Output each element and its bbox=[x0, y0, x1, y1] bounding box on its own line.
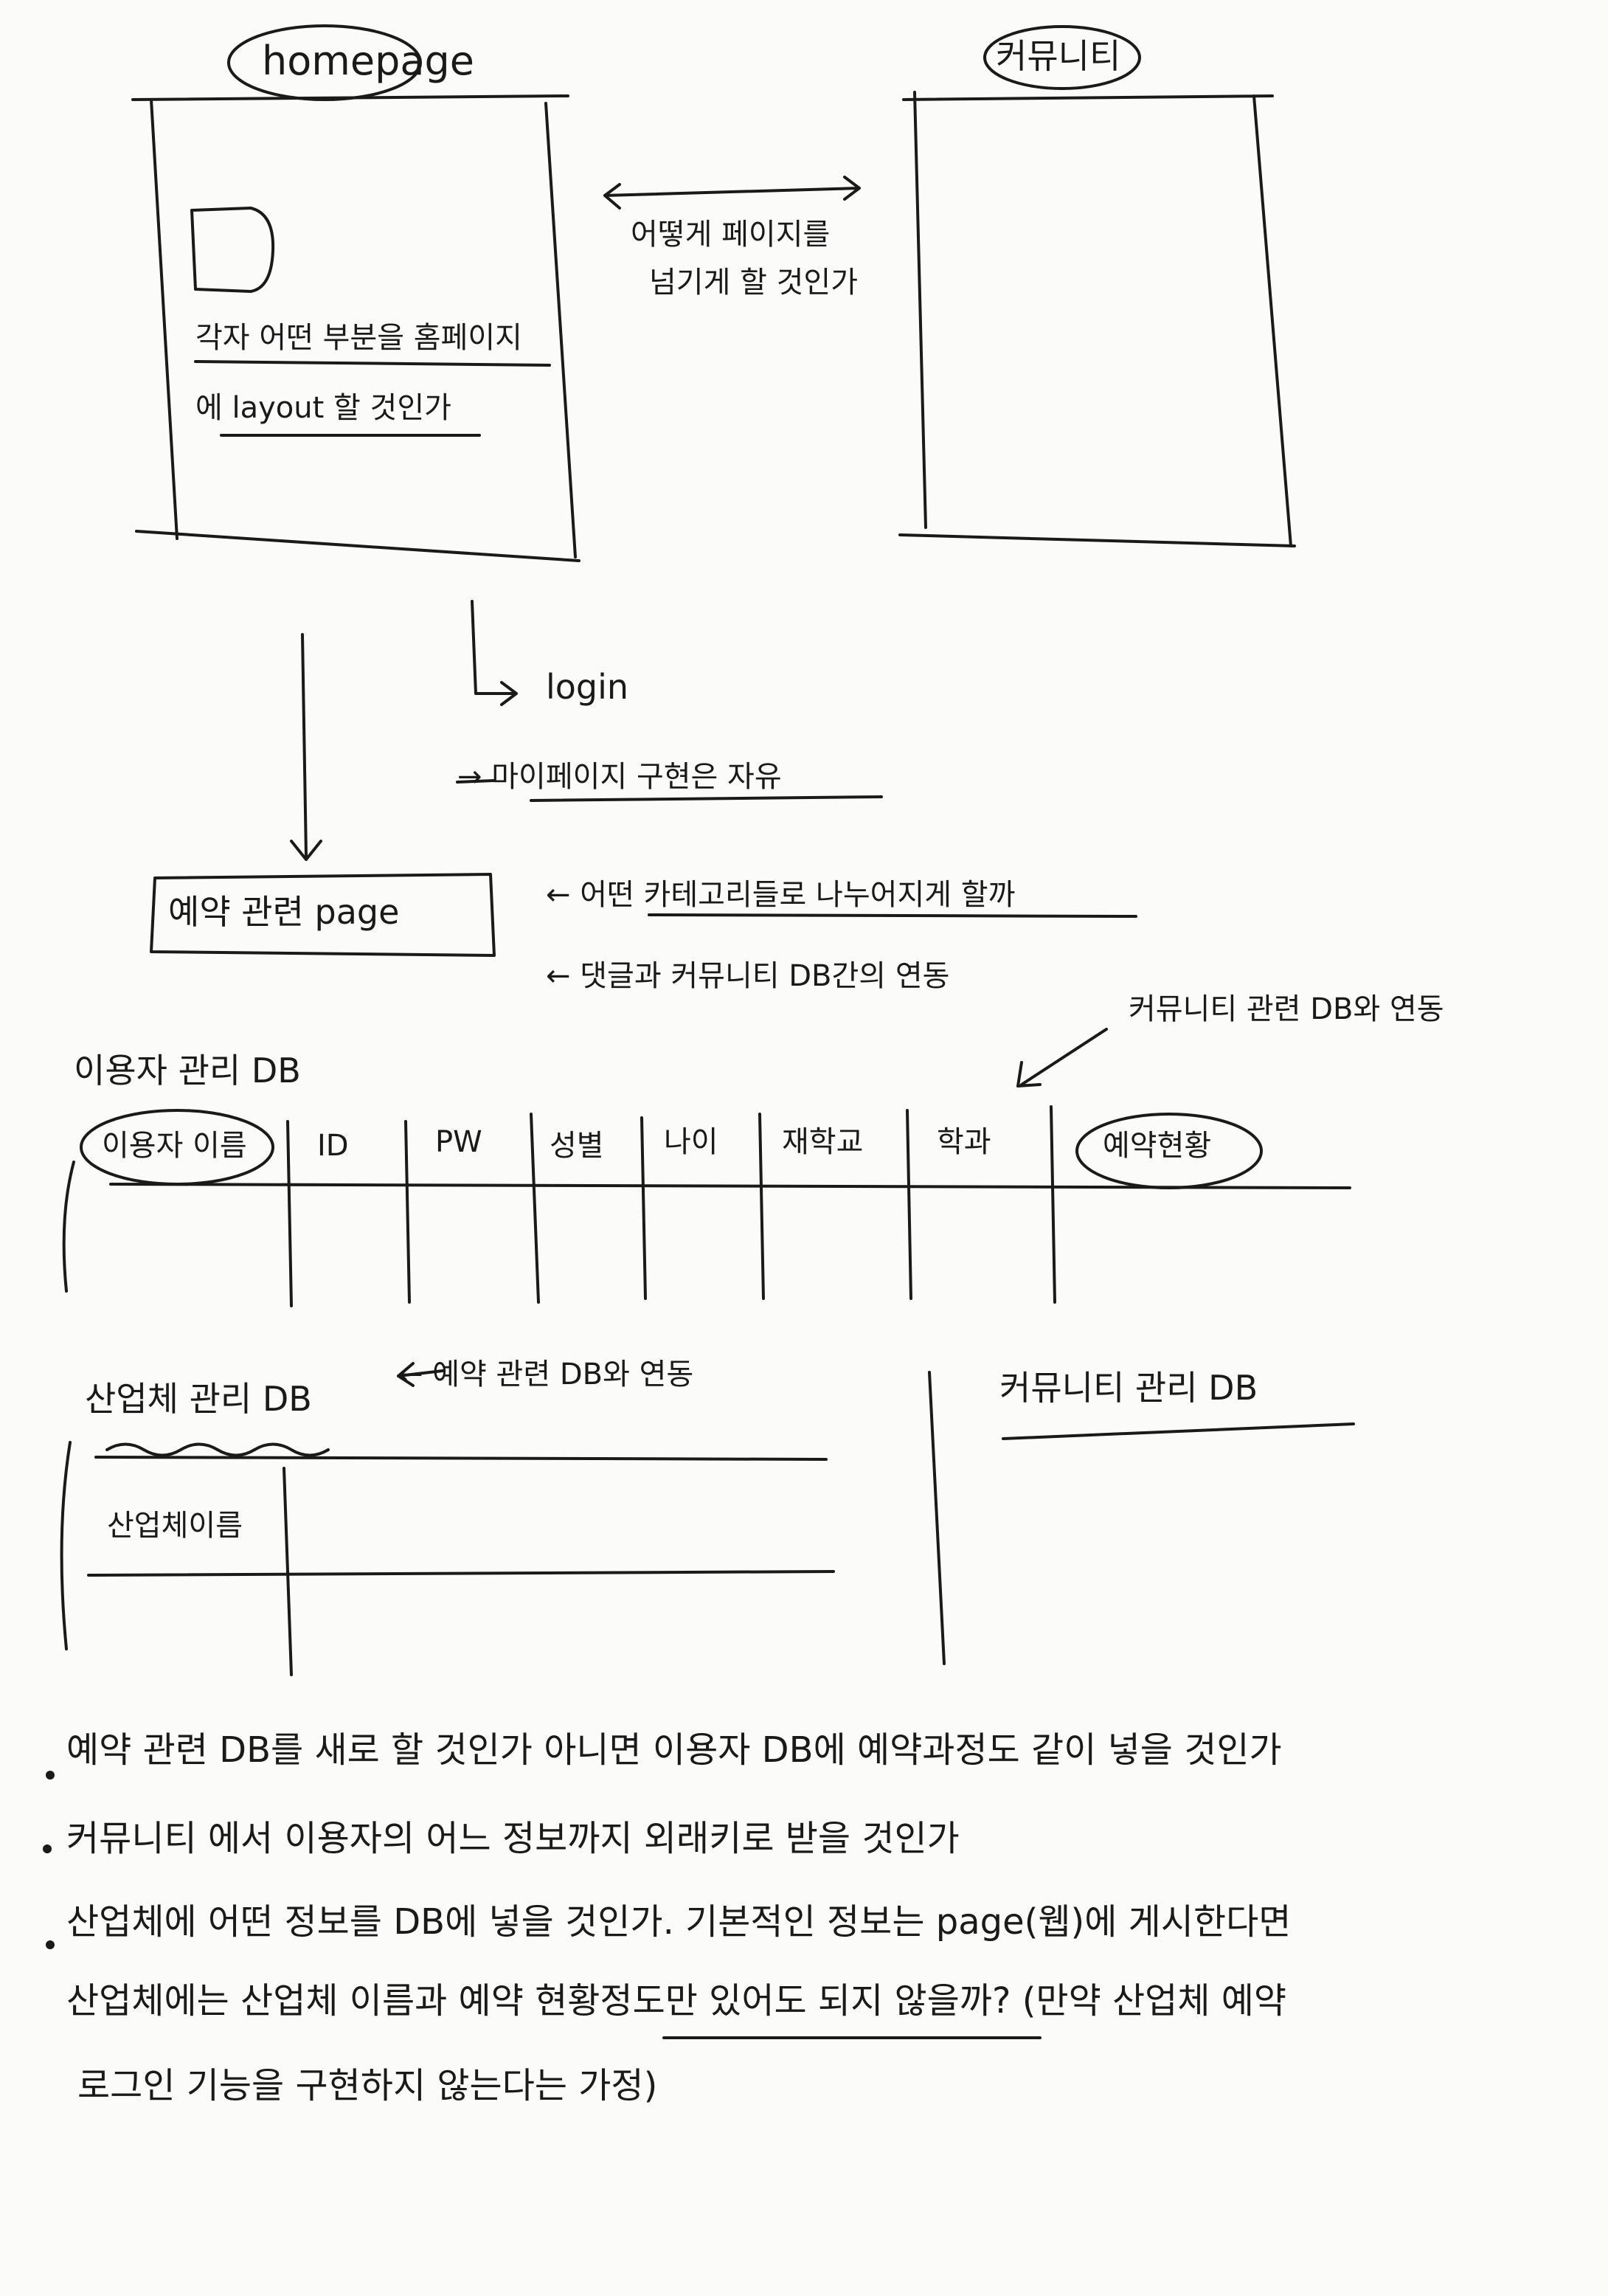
reservation-page-label: 예약 관련 page bbox=[168, 892, 400, 932]
business-db-col-name: 산업체이름 bbox=[107, 1509, 243, 1543]
mypage-underline bbox=[530, 795, 883, 802]
user-db-col-age: 나이 bbox=[664, 1125, 718, 1159]
community-db-title: 커뮤니티 관리 DB bbox=[999, 1368, 1258, 1408]
page-nav-question-2: 넘기게 할 것인가 bbox=[649, 266, 859, 300]
business-db-link-note: ← 예약 관련 DB와 연동 bbox=[398, 1358, 694, 1391]
business-db-col-divider bbox=[283, 1467, 293, 1676]
login-arrow bbox=[471, 600, 518, 706]
user-name-oval bbox=[80, 1109, 274, 1186]
homepage-frame bbox=[131, 94, 581, 562]
note-bullet-1 bbox=[46, 1771, 55, 1780]
note-1: 예약 관련 DB를 새로 할 것인가 아니면 이용자 DB에 예약과정도 같이 … bbox=[66, 1729, 1282, 1771]
user-db-col-major: 학과 bbox=[937, 1125, 991, 1159]
down-arrow-left bbox=[290, 633, 322, 861]
reservation-note-underline bbox=[648, 913, 1137, 918]
user-db-col-id: ID bbox=[317, 1129, 349, 1163]
login-label: login bbox=[546, 667, 629, 707]
reservation-comment-note: ← 댓글과 커뮤니티 DB간의 연동 bbox=[546, 959, 950, 993]
homepage-box-text-1: 각자 어떤 부분을 홈페이지 bbox=[195, 321, 522, 355]
business-db-header-rule bbox=[87, 1570, 835, 1577]
community-frame bbox=[898, 91, 1296, 547]
homepage-title: homepage bbox=[262, 38, 474, 84]
user-db-title: 이용자 관리 DB bbox=[74, 1051, 301, 1090]
business-wavy-underline bbox=[105, 1442, 330, 1457]
note-5: 로그인 기능을 구현하지 않는다는 가정) bbox=[77, 2065, 658, 2106]
community-link-arrow bbox=[1016, 1028, 1108, 1088]
reservation-category-note: ← 어떤 카테고리들로 나누어지게 할까 bbox=[546, 878, 1016, 912]
reservation-box bbox=[150, 873, 496, 957]
community-title: 커뮤니티 bbox=[996, 36, 1121, 76]
community-title-oval bbox=[983, 25, 1141, 90]
section-separator bbox=[928, 1371, 946, 1665]
note-2: 커뮤니티 에서 이용자의 어느 정보까지 외래키로 받을 것인가 bbox=[66, 1818, 960, 1859]
user-db-left-bracket bbox=[62, 1161, 75, 1293]
community-db-link-note: 커뮤니티 관련 DB와 연동 bbox=[1129, 992, 1444, 1026]
image-placeholder bbox=[190, 207, 275, 293]
user-db-col-name: 이용자 이름 bbox=[102, 1129, 247, 1163]
business-db-title: 산업체 관리 DB bbox=[85, 1379, 312, 1419]
homepage-title-oval bbox=[227, 24, 422, 101]
reservation-status-oval bbox=[1075, 1113, 1263, 1189]
business-link-arrow bbox=[397, 1362, 444, 1387]
user-db-col-gender: 성별 bbox=[550, 1129, 604, 1163]
community-db-underline bbox=[1002, 1422, 1355, 1440]
user-db-col-pw: PW bbox=[435, 1125, 482, 1159]
note-4: 산업체에는 산업체 이름과 예약 현황정도만 있어도 되지 않을까? (만약 산… bbox=[66, 1980, 1287, 2022]
user-db-col-reservation: 예약현황 bbox=[1103, 1129, 1212, 1163]
homepage-box-text-2: 에 layout 할 것인가 bbox=[195, 391, 451, 425]
page-double-arrow bbox=[603, 176, 861, 210]
user-db-col-school: 재학교 bbox=[782, 1125, 864, 1159]
business-db-top-rule bbox=[94, 1456, 828, 1461]
business-db-left-bracket bbox=[60, 1441, 72, 1650]
homepage-underline1 bbox=[194, 360, 551, 367]
mypage-note: → 마이페이지 구현은 자유 bbox=[457, 760, 782, 794]
mypage-arrow-line bbox=[456, 779, 496, 784]
note-bullet-3 bbox=[46, 1940, 55, 1949]
note-bullet-2 bbox=[43, 1844, 52, 1853]
user-db-col-dividers bbox=[286, 1105, 1056, 1307]
note-3: 산업체에 어떤 정보를 DB에 넣을 것인가. 기본적인 정보는 page(웹)… bbox=[66, 1901, 1292, 1943]
page-nav-question-1: 어떻게 페이지를 bbox=[631, 218, 831, 252]
